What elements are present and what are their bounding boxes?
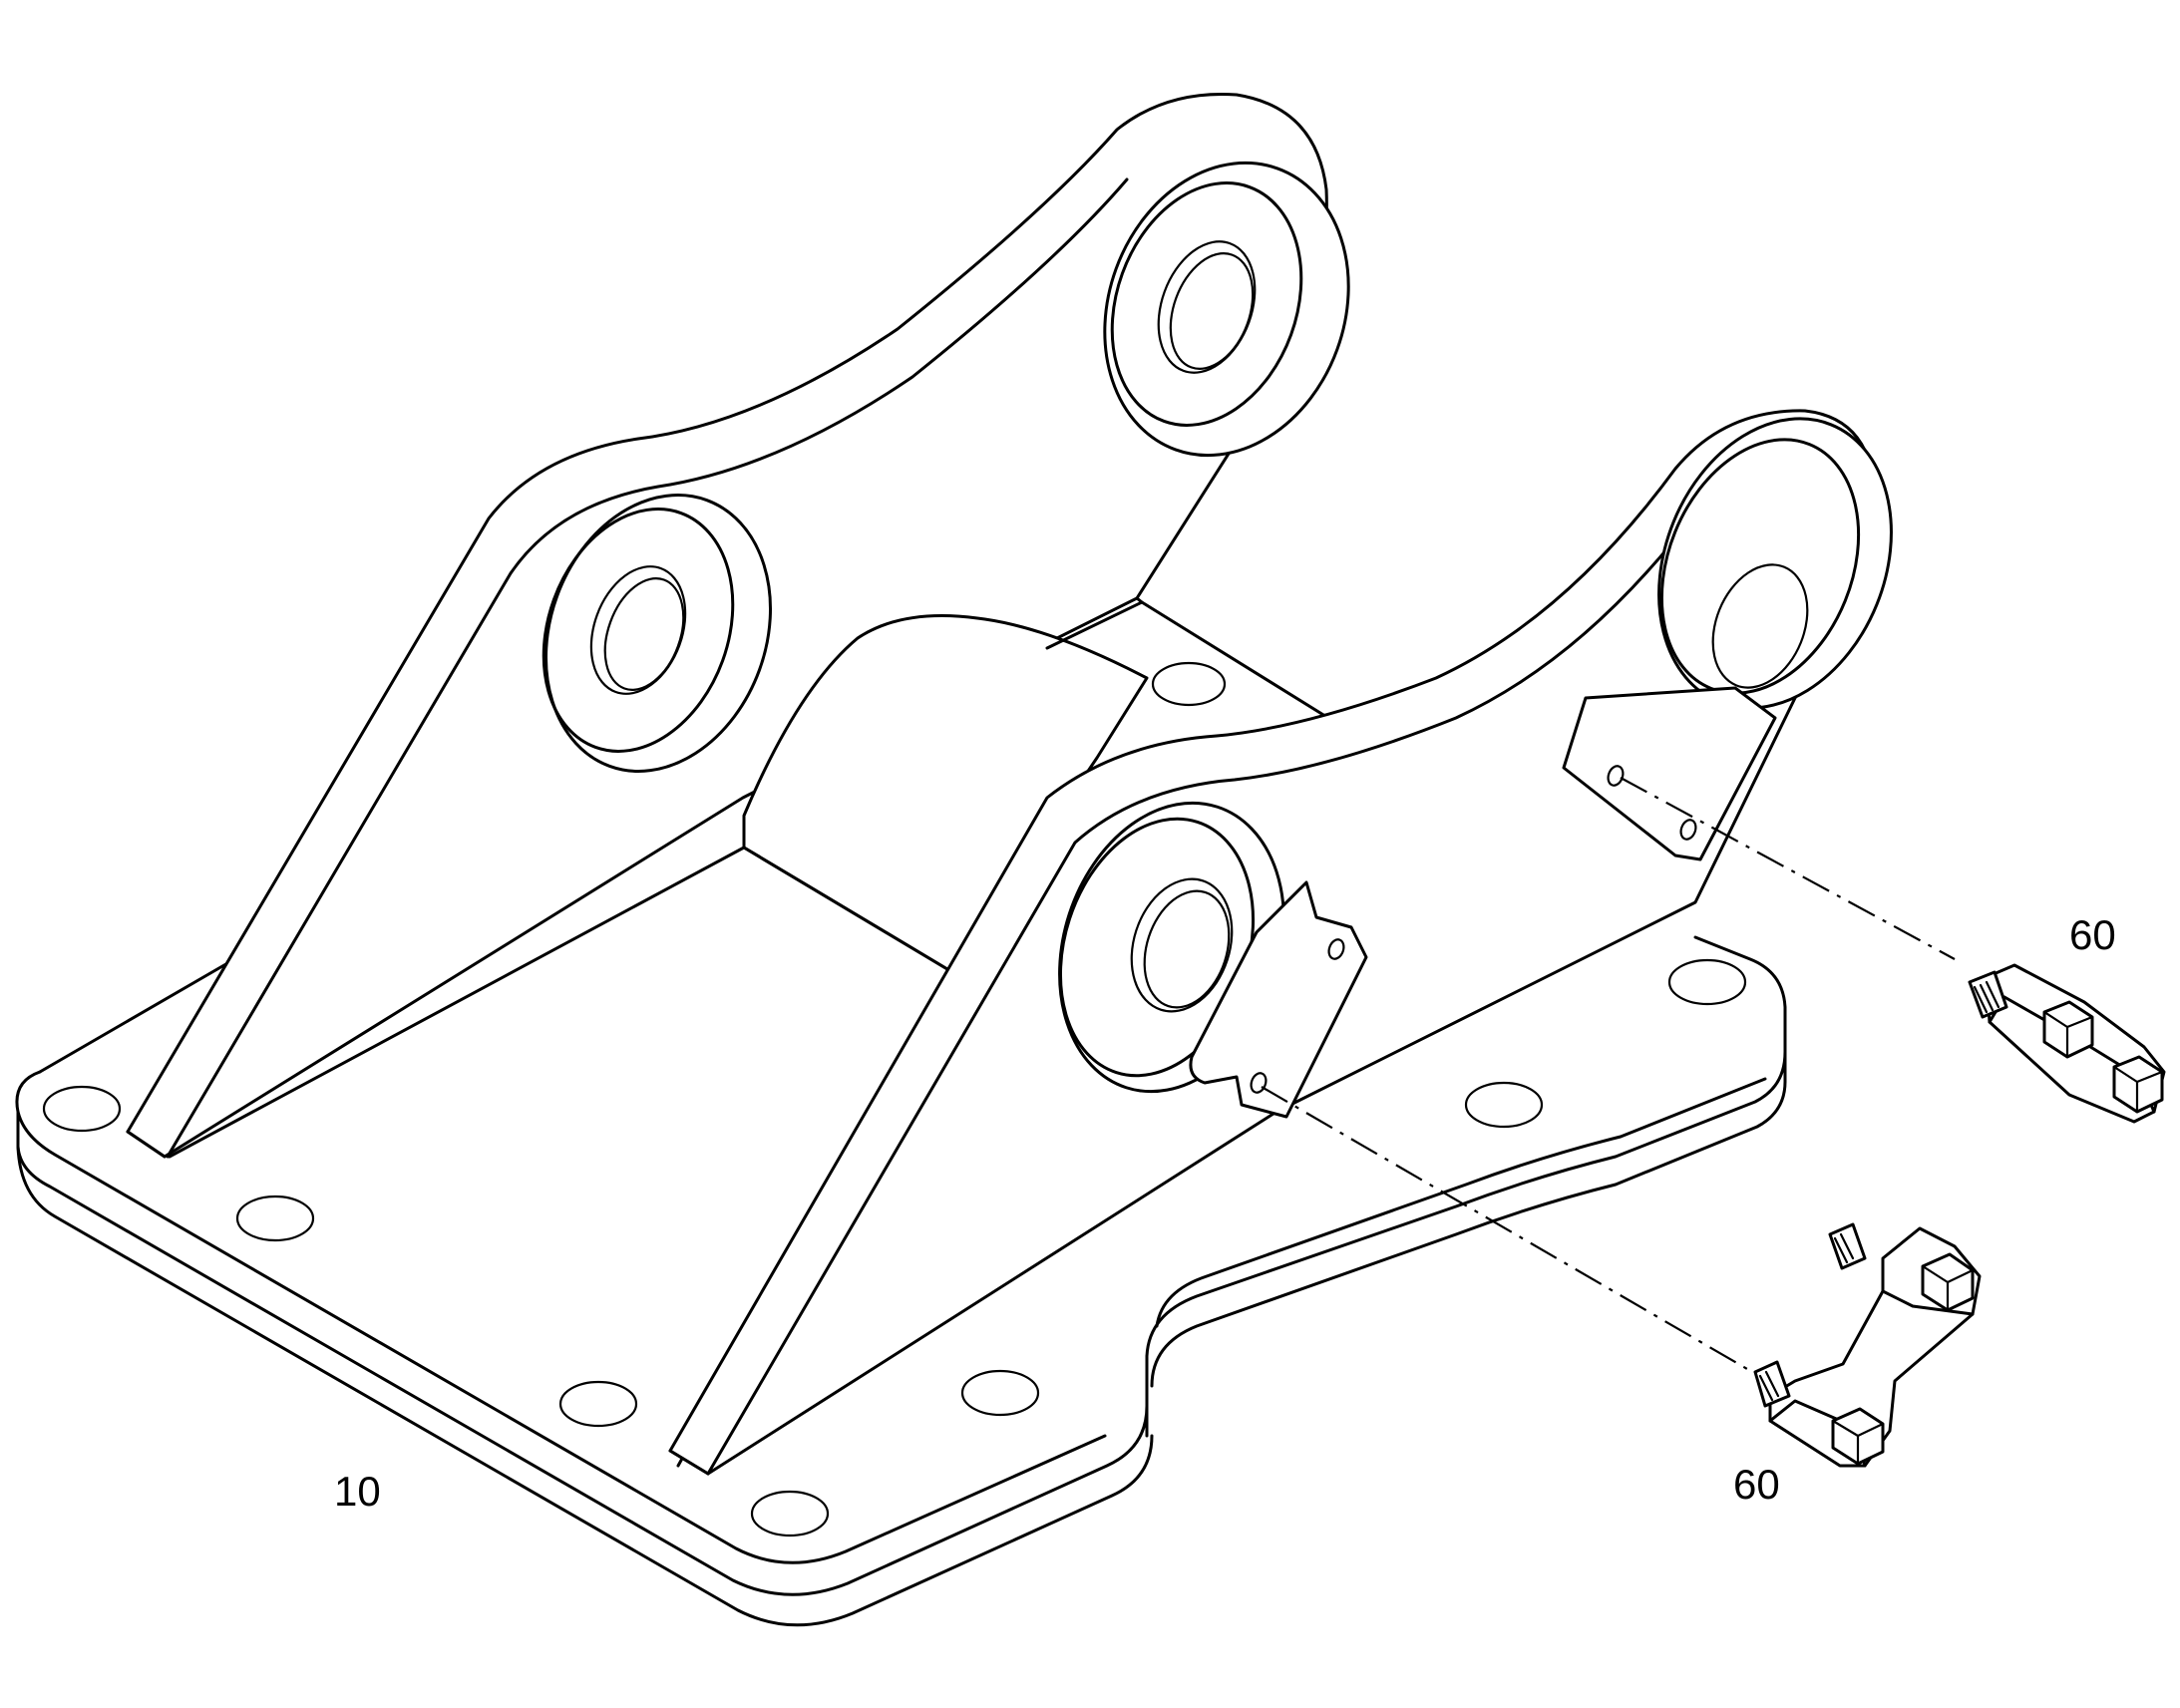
leader-line-upper <box>1620 777 1956 960</box>
bolt-hole <box>1464 1081 1544 1129</box>
center-block <box>168 596 1338 1468</box>
rear-arm <box>126 92 1350 1159</box>
bolt-hole <box>1151 661 1227 707</box>
bolt-hole <box>42 1085 122 1133</box>
callout-base-bracket: 10 <box>334 1468 381 1515</box>
pivot-hole <box>1711 563 1809 689</box>
front-sensor-tab <box>1189 880 1368 1119</box>
bolt-hole <box>235 1195 315 1242</box>
pivot-hole <box>1130 877 1234 1013</box>
callout-fastener-upper: 60 <box>2069 911 2116 958</box>
sensor-clamp-upper <box>1968 963 2166 1124</box>
bolt-hole <box>960 1369 1040 1417</box>
leader-line-lower <box>1261 1086 1748 1370</box>
bolt-hole <box>750 1490 830 1537</box>
sensor-clamp-lower <box>1753 1222 1982 1468</box>
callout-fastener-lower: 60 <box>1733 1461 1780 1508</box>
bolt-hole <box>558 1380 638 1428</box>
bolt-hole <box>1667 958 1747 1006</box>
